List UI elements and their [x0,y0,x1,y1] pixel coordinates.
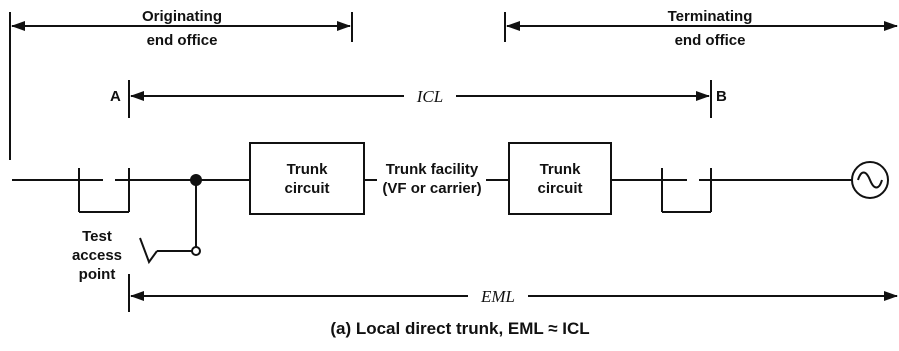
signal-source-circle [851,161,889,199]
trunk-circuit-right-label-line1: Trunk [540,161,581,178]
trunk-circuit-left-box [249,142,365,215]
originating-office-label-line2: end office [147,32,218,49]
terminating-office-label-line2: end office [675,32,746,49]
trunk-circuit-left-label-line1: Trunk [287,161,328,178]
point-b-label: B [716,88,727,105]
junction-dot [190,174,202,186]
terminating-office-label-line1: Terminating [668,8,753,25]
test-access-label-line3: point [79,266,116,283]
eml-label: EML [480,287,515,306]
trunk-circuit-right-label-line2: circuit [537,180,582,197]
trunk-circuit-right-box [508,142,612,215]
test-access-label-line1: Test [82,228,112,245]
point-a-label: A [110,88,121,105]
test-access-terminal [191,246,201,256]
icl-label: ICL [416,87,443,106]
sine-wave-icon [857,171,883,189]
trunk-circuit-left-label-line2: circuit [284,180,329,197]
figure-caption: (a) Local direct trunk, EML ≈ ICL [330,319,589,338]
test-access-label-line2: access [72,247,122,264]
trunk-facility-label-line1: Trunk facility [386,161,479,178]
originating-office-label-line1: Originating [142,8,222,25]
test-access-jack [139,237,158,265]
trunk-facility-label-line2: (VF or carrier) [382,180,481,197]
